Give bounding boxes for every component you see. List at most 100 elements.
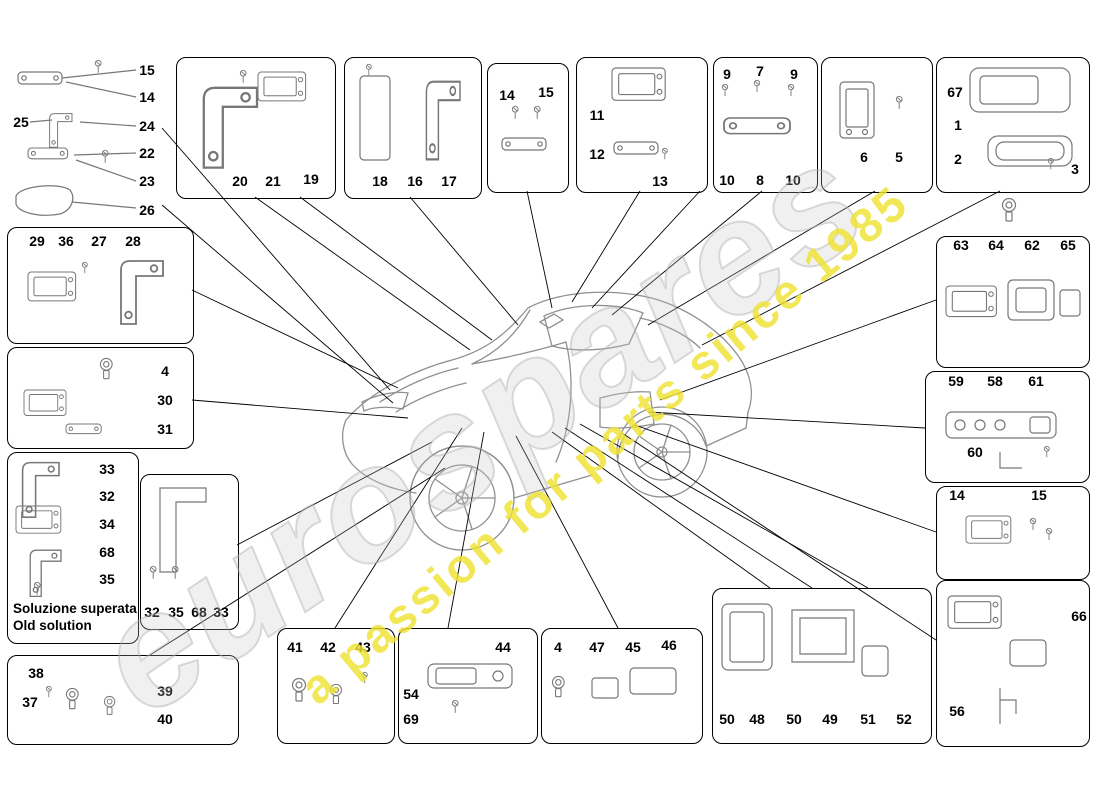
- leader-line: [564, 427, 813, 589]
- part-callout-68: 68: [191, 604, 207, 620]
- part-callout-35: 35: [99, 571, 115, 587]
- leader-line: [161, 127, 391, 391]
- part-callout-18: 18: [372, 173, 388, 189]
- part-callout-20: 20: [232, 173, 248, 189]
- part-callout-3: 3: [1071, 161, 1079, 177]
- part-sketches: [15, 59, 1081, 724]
- leader-line: [409, 196, 519, 326]
- part-callout-54: 54: [403, 686, 419, 702]
- part-callout-41: 41: [287, 639, 303, 655]
- part-callout-7: 7: [756, 63, 764, 79]
- part-callout-11: 11: [589, 107, 605, 123]
- part-callout-65: 65: [1060, 237, 1076, 253]
- part-callout-56: 56: [949, 703, 965, 719]
- part-callout-52: 52: [896, 711, 912, 727]
- group-box-module-group-5-6: [821, 57, 933, 193]
- leader-line: [447, 431, 485, 629]
- part-callout-14: 14: [499, 87, 515, 103]
- group-box-bracket-group-32-33-35-68: [140, 474, 239, 630]
- part-callout-28: 28: [125, 233, 141, 249]
- group-box-module-group-62-63-64-65: [936, 236, 1090, 368]
- leader-line: [611, 190, 763, 316]
- part-callout-4: 4: [161, 363, 169, 379]
- leader-line: [621, 432, 937, 641]
- part-callout-64: 64: [988, 237, 1004, 253]
- leader-line: [634, 424, 937, 533]
- part-callout-36: 36: [58, 233, 74, 249]
- leader-line: [551, 431, 771, 589]
- part-callout-19: 19: [303, 171, 319, 187]
- part-callout-15: 15: [139, 62, 155, 78]
- group-box-bracket-group-16-17-18: [344, 57, 482, 199]
- part-callout-50: 50: [786, 711, 802, 727]
- group-box-plate-group-14-15-right: [936, 486, 1090, 580]
- old-solution-note: Soluzione superata Old solution: [13, 601, 137, 635]
- leader-line: [149, 467, 446, 656]
- part-callout-59: 59: [948, 373, 964, 389]
- group-box-ecu-group-1-2-3-67: [936, 57, 1090, 193]
- group-box-bracket-group-19-20-21: [176, 57, 336, 199]
- part-callout-32: 32: [99, 488, 115, 504]
- part-callout-67: 67: [947, 84, 963, 100]
- part-callout-44: 44: [495, 639, 511, 655]
- group-box-old-solution-group: [7, 452, 139, 644]
- part-callout-21: 21: [265, 173, 281, 189]
- part-callout-15: 15: [1031, 487, 1047, 503]
- part-callout-51: 51: [860, 711, 876, 727]
- part-callout-10: 10: [785, 172, 801, 188]
- leader-line: [579, 423, 869, 589]
- leader-line: [526, 190, 553, 309]
- part-callout-30: 30: [157, 392, 173, 408]
- part-callout-46: 46: [661, 637, 677, 653]
- part-callout-5: 5: [895, 149, 903, 165]
- part-callout-47: 47: [589, 639, 605, 655]
- leader-line: [254, 196, 471, 351]
- leader-line: [191, 289, 399, 389]
- part-callout-2: 2: [954, 151, 962, 167]
- part-callout-22: 22: [139, 145, 155, 161]
- group-box-module-group-44-54-69: [398, 628, 538, 744]
- part-callout-12: 12: [589, 146, 605, 162]
- leader-line: [647, 411, 926, 429]
- part-callout-4: 4: [554, 639, 562, 655]
- part-callout-60: 60: [967, 444, 983, 460]
- part-callout-45: 45: [625, 639, 641, 655]
- part-callout-62: 62: [1024, 237, 1040, 253]
- leader-line: [161, 204, 394, 404]
- leader-line: [515, 435, 619, 629]
- part-callout-40: 40: [157, 711, 173, 727]
- group-box-ecu-group-48-49-50-51-52: [712, 588, 932, 744]
- old-solution-note-line1: Soluzione superata: [13, 601, 137, 616]
- part-callout-27: 27: [91, 233, 107, 249]
- part-callout-14: 14: [949, 487, 965, 503]
- part-callout-48: 48: [749, 711, 765, 727]
- part-callout-43: 43: [355, 639, 371, 655]
- leader-lines: [149, 127, 1001, 656]
- part-callout-66: 66: [1071, 608, 1087, 624]
- part-callout-39: 39: [157, 683, 173, 699]
- leader-line: [701, 190, 1001, 346]
- group-box-sensor-group-4-45-46-47: [541, 628, 703, 744]
- part-callout-33: 33: [99, 461, 115, 477]
- part-callout-61: 61: [1028, 373, 1044, 389]
- leader-line: [571, 190, 641, 303]
- part-callout-8: 8: [756, 172, 764, 188]
- group-box-module-group-56-66: [936, 580, 1090, 747]
- part-callout-37: 37: [22, 694, 38, 710]
- part-callout-6: 6: [860, 149, 868, 165]
- old-solution-note-line2: Old solution: [13, 617, 92, 633]
- leader-line: [334, 427, 463, 629]
- leader-line: [299, 196, 493, 341]
- part-callout-35: 35: [168, 604, 184, 620]
- leader-line: [191, 399, 409, 419]
- group-box-plate-group-14-15-top: [487, 63, 569, 193]
- part-callout-25: 25: [13, 114, 29, 130]
- part-callout-26: 26: [139, 202, 155, 218]
- part-callout-38: 38: [28, 665, 44, 681]
- group-box-ecu-group-11-12-13: [576, 57, 708, 193]
- part-callout-16: 16: [407, 173, 423, 189]
- part-callout-1: 1: [954, 117, 962, 133]
- group-box-sensor-group-37-38-39-40: [7, 655, 239, 745]
